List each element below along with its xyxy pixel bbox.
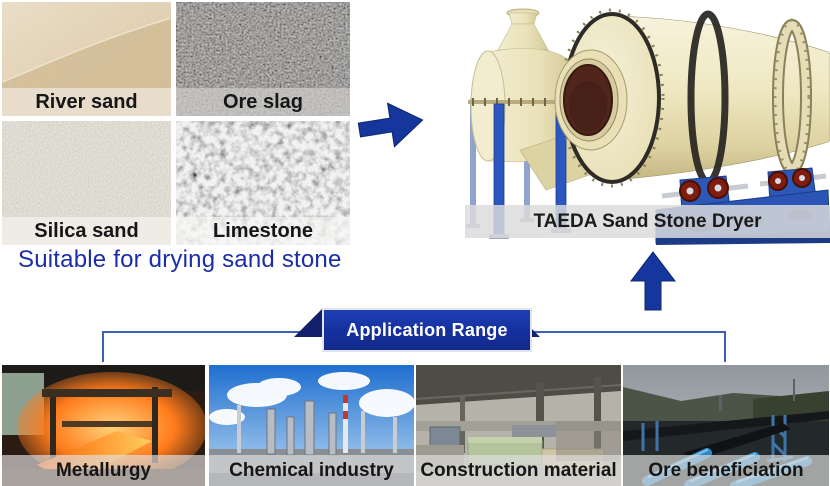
material-photo-river-sand: River sand: [2, 2, 171, 116]
headline-text: Suitable for drying sand stone: [18, 246, 342, 273]
material-label-limestone: Limestone: [176, 217, 350, 245]
rotary-drum: [554, 8, 830, 188]
up-arrow-icon: [629, 251, 677, 311]
application-label-ore-beneficiation: Ore beneficiation: [623, 455, 829, 486]
connector-left-drop-line: [102, 331, 104, 362]
dryer-label: TAEDA Sand Stone Dryer: [465, 205, 830, 238]
right-arrow-icon: [357, 102, 424, 148]
connector-right-drop-line: [724, 331, 726, 362]
material-photo-limestone: Limestone: [176, 121, 350, 245]
application-range-banner: Application Range: [322, 308, 532, 352]
application-label-construction-material: Construction material: [416, 455, 621, 486]
material-photo-ore-slag: Ore slag: [176, 2, 350, 116]
application-label-chemical-industry: Chemical industry: [209, 455, 414, 486]
application-photo-chemical-industry: Chemical industry: [209, 365, 414, 486]
material-label-silica-sand: Silica sand: [2, 217, 171, 245]
application-photo-metallurgy: Metallurgy: [2, 365, 205, 486]
application-photo-construction-material: Construction material: [416, 365, 621, 486]
application-label-metallurgy: Metallurgy: [2, 455, 205, 486]
material-photo-silica-sand: Silica sand: [2, 121, 171, 245]
application-range-label: Application Range: [346, 319, 508, 340]
application-photo-ore-beneficiation: Ore beneficiation: [623, 365, 829, 486]
material-label-ore-slag: Ore slag: [176, 88, 350, 116]
material-label-river-sand: River sand: [2, 88, 171, 116]
